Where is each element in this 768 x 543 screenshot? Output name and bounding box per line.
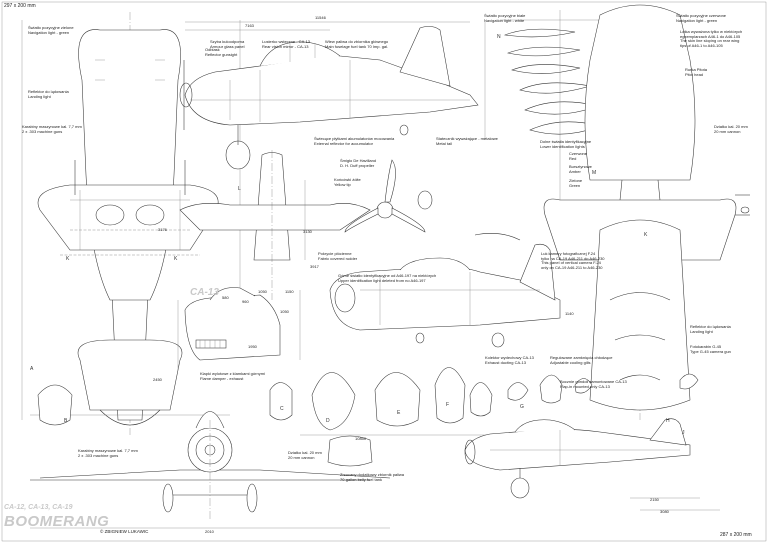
plan-view-right	[543, 4, 750, 420]
callout-windscreen: Szyba kuloodporna Armour glass panel	[210, 39, 245, 49]
variant-ghost-label: CA-13	[190, 287, 219, 298]
scale-label-bottom: 287 x 200 mm	[720, 532, 752, 538]
scale-label-top: 297 x 200 mm	[4, 3, 36, 9]
callout-reflector: Odblask Reflector gunsight	[205, 47, 238, 57]
callout-exhaust-ca13: Kolektor wydechowy CA-13 Exhaust ducting…	[485, 355, 534, 365]
callout-camera-gun: Fotokarabin G-45 Type G-45 camera gun	[690, 344, 731, 354]
callout-fuel-tank: Wlew paliwa do zbiornika głównego Main f…	[325, 39, 389, 49]
callout-landing-right: Reflektor do lądowania Landing light	[690, 324, 731, 334]
callout-cowl-flaps: Klapki wylotowe z klamkami górnymi Flame…	[200, 371, 265, 381]
dim-label: 3176	[158, 227, 167, 232]
section-letter: N	[497, 34, 501, 40]
panel-label-k: K	[174, 256, 178, 262]
callout-droptank: Zrzucany dodatkowy zbiornik paliwa 70-ga…	[340, 472, 405, 482]
author-credit: © ZBIGNIEW LUKAWIC	[100, 529, 149, 534]
callout-rear-mirror: Lusterko wsteczne - CA-13 Rear vision mi…	[262, 39, 311, 49]
callout-cannon-right: Działko kal. 20 mm 20 mm cannon	[714, 124, 748, 134]
dim-label: 3080	[660, 509, 669, 514]
front-view	[30, 411, 391, 529]
panel-label-k: K	[644, 232, 648, 238]
callout-spinner: Śmigło De Havilland D. H. Duff propeller	[340, 158, 377, 168]
callout-landing-left: Reflektor do lądowania Landing light	[28, 89, 69, 99]
dim-label: 11546	[315, 15, 326, 20]
section-letter: A	[30, 366, 34, 372]
section-letter: L	[238, 186, 241, 192]
side-view-top	[179, 21, 486, 170]
dim-label: 2450	[153, 377, 162, 382]
section-letter: G	[520, 404, 524, 410]
section-letter: E	[397, 410, 401, 416]
callout-exhaust-top: Świecące płytkami akumulatorów mocowania…	[314, 136, 395, 146]
dim-label: 960	[242, 299, 249, 304]
dim-label: 7163	[245, 23, 254, 28]
section-letter: M	[592, 170, 597, 176]
dim-label: 2150	[650, 497, 659, 502]
callout-red: Czerwone Red	[569, 151, 588, 161]
callout-mounted: Bocznie gondoli zamontowane CA-13 Flap-i…	[560, 379, 627, 389]
dim-label: 1950	[248, 344, 257, 349]
section-letter: C	[280, 406, 284, 412]
dim-label: 10850	[355, 436, 367, 441]
dim-label: 1050	[258, 289, 267, 294]
callout-metal-tail: Statecznik wyważające - metalowe Metal t…	[436, 136, 498, 146]
callout-id-lights: Dolne światła identyfikacyjne Lower iden…	[540, 139, 592, 149]
callout-pitot: Rurka Pitota Pitot head	[685, 67, 708, 77]
callout-guns-left: Karabiny maszynowe kal. 7,7 mm 2 x .303 …	[22, 124, 82, 134]
dim-label: 580	[222, 295, 229, 300]
callout-nav-left: Światło pozycyjne zielone Navigation lig…	[28, 25, 74, 35]
callout-upper-id: Górne światło identyfikacyjne od A46-197…	[338, 273, 437, 283]
callout-camera: Luk kamery fotograficznej F.24 tylko na …	[541, 251, 605, 270]
section-letter: J	[682, 430, 685, 436]
dim-label: 3917	[310, 264, 319, 269]
callout-cooling: Regulowane zamknięcia chłodzące Adjustab…	[550, 355, 613, 365]
dim-label: 1050	[280, 309, 289, 314]
callout-green: Zielone Green	[569, 178, 583, 188]
section-letter: H	[666, 418, 670, 424]
section-letter: D	[326, 418, 330, 424]
section-letter: B	[64, 418, 68, 424]
callout-yellow-tip: Końcówki żółte Yellow tip	[334, 177, 361, 187]
side-view-bottom	[464, 418, 720, 511]
callout-amber: Bursztynowe Amber	[569, 164, 592, 174]
cross-sections	[37, 367, 699, 467]
callout-nav-right2: Światło pozycyjne czerwone Navigation li…	[676, 13, 727, 23]
side-view-middle	[329, 233, 561, 348]
dim-label: 2010	[205, 529, 214, 534]
callout-rudder: Pokrycie płócienne Fabric covered rudder	[318, 251, 358, 261]
title-models: CA-12, CA-13, CA-19	[4, 504, 73, 511]
author-name: ZBIGNIEW LUKAWIC	[104, 529, 149, 534]
section-letter: F	[446, 402, 450, 408]
nose-detail	[177, 287, 301, 370]
callout-guns-front: Karabiny maszynowe kal. 7,7 mm 2 x .303 …	[78, 448, 138, 458]
dim-label: 3130	[303, 229, 312, 234]
title-name: BOOMERANG	[4, 513, 110, 530]
dim-label: 1140	[565, 311, 574, 316]
centre-top-view	[179, 150, 433, 300]
callout-tail-ext: Lotka wyważona tylko w niektórych egzemp…	[680, 29, 743, 48]
callout-nav-right: Światło pozycyjne białe Navigation light…	[484, 13, 526, 23]
callout-cannon-front: Działko kal. 20 mm 20 mm cannon	[288, 450, 322, 460]
dim-label: 1150	[285, 289, 294, 294]
section-letter: K	[66, 256, 70, 262]
